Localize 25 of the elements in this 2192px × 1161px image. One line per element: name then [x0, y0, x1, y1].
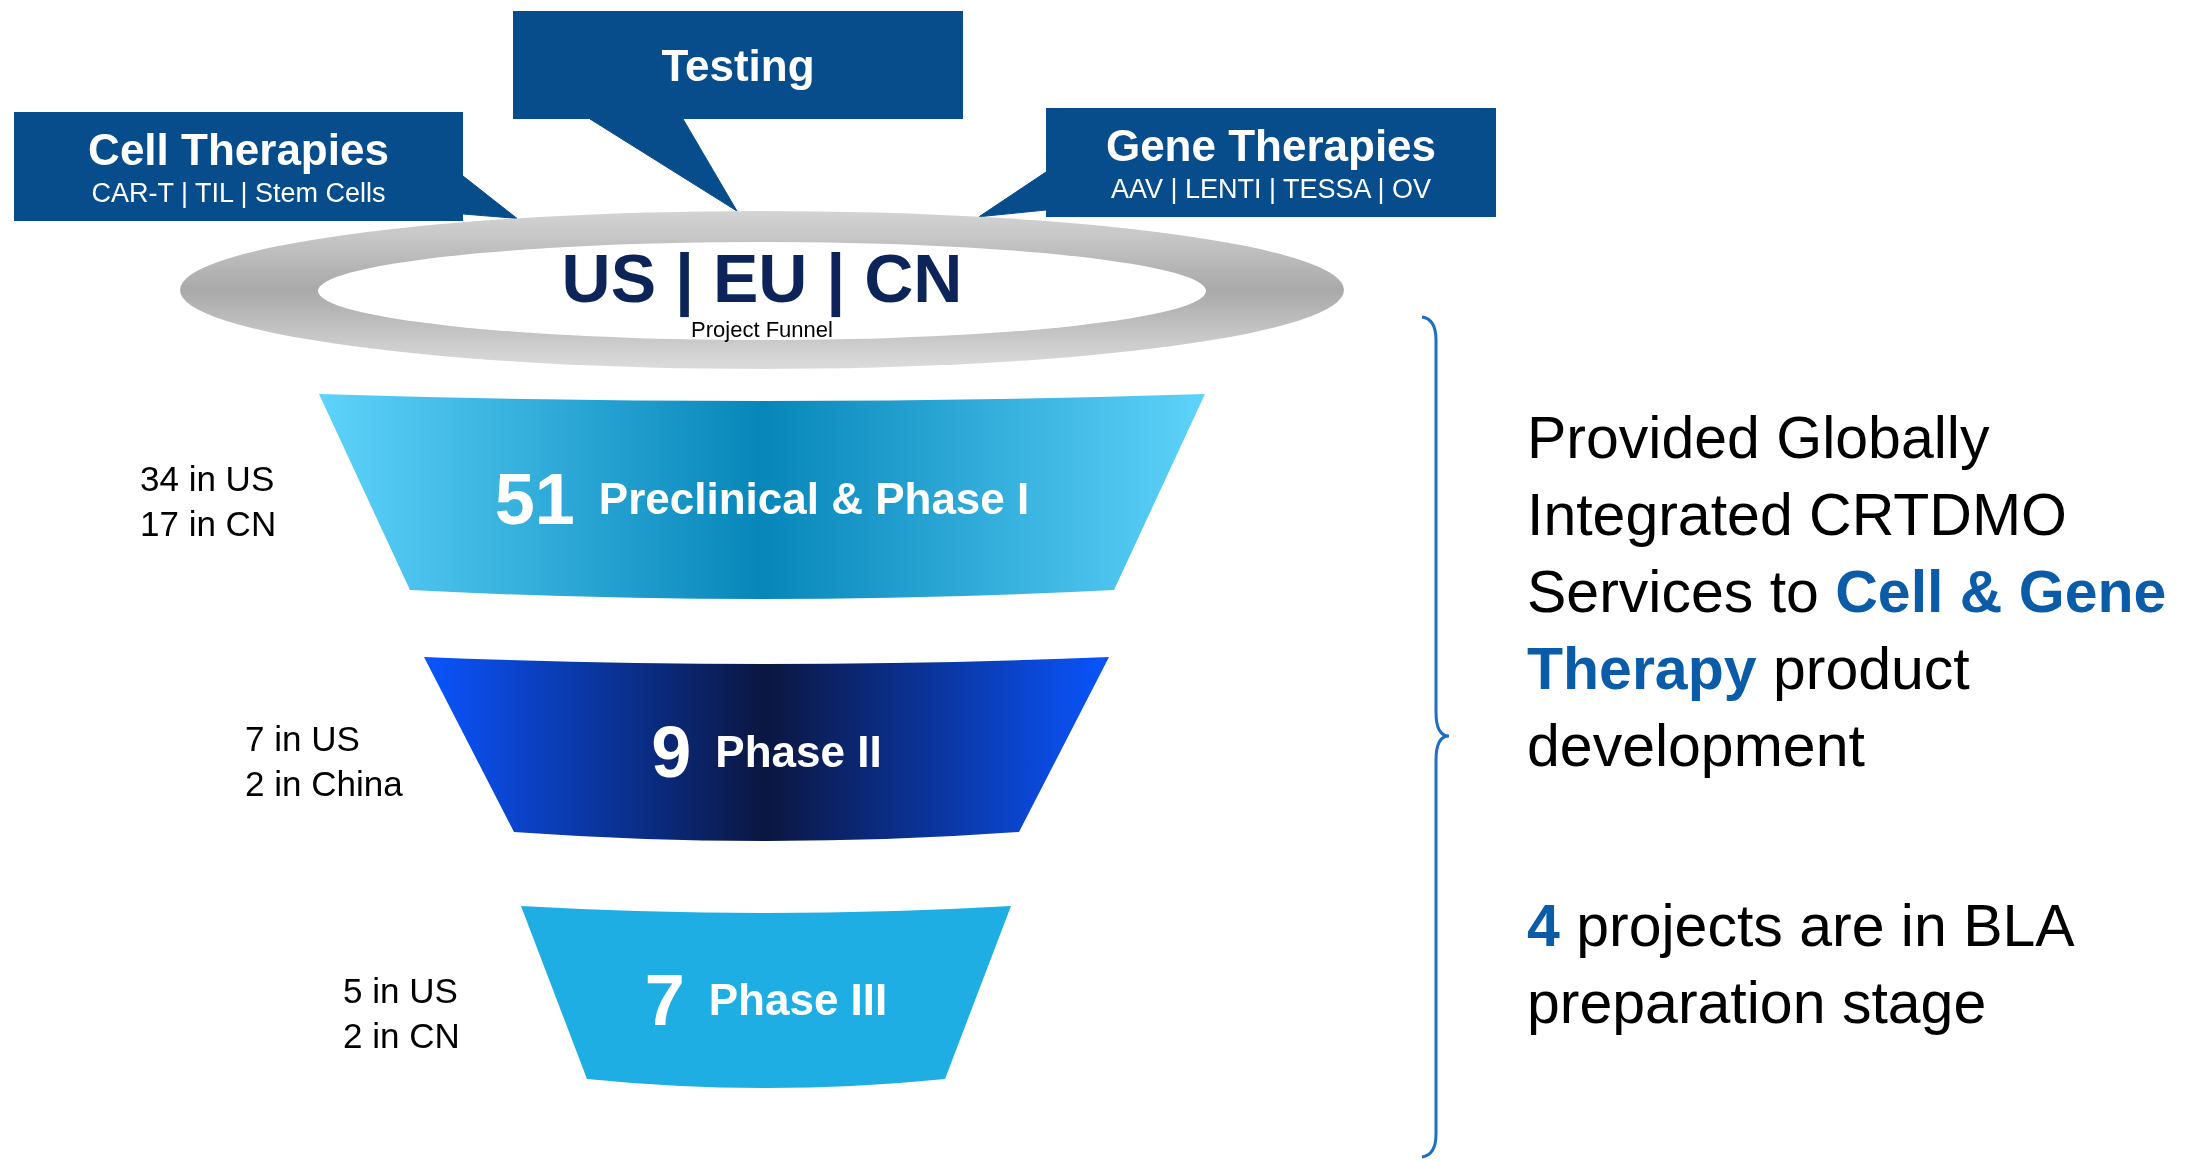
callout-box [1046, 108, 1496, 217]
stage-count: 7 [644, 963, 685, 1036]
callout-box [14, 112, 463, 221]
stage-count: 51 [494, 463, 575, 535]
summary-text: Provided Globally Integrated CRTDMO Services to Cell & Gene Therapy product development [1527, 404, 2168, 781]
stage-name: Phase III [708, 977, 888, 1022]
callout-title: Gene Therapies [1105, 120, 1437, 173]
callout-pointer [589, 118, 738, 212]
region-breakdown: 5 in US [343, 970, 458, 1012]
callout-subtitle: CAR-T | TIL | Stem Cells [91, 177, 386, 211]
region-breakdown: 7 in US [245, 718, 360, 760]
region-breakdown: 17 in CN [140, 503, 277, 545]
stage-name: Preclinical & Phase I [598, 477, 1030, 521]
stage-name: Phase II [715, 729, 882, 774]
stage-count: 9 [651, 715, 692, 788]
region-breakdown: 34 in US [140, 458, 275, 500]
callout-subtitle: AAV | LENTI | TESSA | OV [1110, 173, 1432, 207]
region-breakdown: 2 in CN [343, 1015, 460, 1057]
funnel-caption: Project Funnel [691, 317, 833, 344]
callout-title: Testing [661, 39, 815, 92]
region-breakdown: 2 in China [245, 763, 403, 805]
callout-pointer [978, 171, 1047, 218]
callout-pointer [462, 175, 518, 219]
summary-text: 4 projects are in BLA preparation stage [1527, 892, 2074, 1038]
callout-title: Cell Therapies [88, 124, 389, 177]
